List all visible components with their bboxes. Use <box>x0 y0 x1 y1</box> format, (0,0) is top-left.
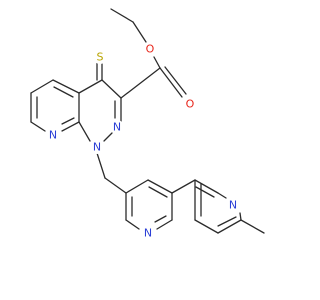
bond-c4a-c5 <box>52 79 80 94</box>
bond-p2-e <box>194 219 219 234</box>
bond-p2-a-inner <box>195 186 215 198</box>
bond-c3-c4 <box>101 79 122 99</box>
bond-p2-a <box>194 179 219 194</box>
bond-p2-b <box>217 192 227 199</box>
bond-n1-c8a <box>78 121 91 142</box>
bond-n8-c8a <box>61 121 80 132</box>
bond-p2-d-inner <box>217 216 237 227</box>
bond-p1-d-inner <box>154 215 167 223</box>
sulfur-label: S <box>97 51 104 64</box>
bond-p2-c <box>239 212 242 221</box>
bond-ch2-pyridine <box>104 177 127 194</box>
bond-p1-a <box>125 179 149 194</box>
n-terminal-pyridine-label: N <box>229 199 237 212</box>
bond-carbonyl-o-2 <box>164 66 187 95</box>
n-middle-pyridine-label: N <box>144 227 152 240</box>
bond-ethyl-ch3-ch2 <box>110 8 134 23</box>
bond-n2-n1 <box>103 132 113 142</box>
bond-n8-c8a-inner <box>61 117 75 125</box>
bond-p1-d <box>156 219 173 230</box>
bond-o-carbonyl <box>153 56 161 69</box>
bond-p1-e <box>125 219 140 230</box>
bond-n1-ch2 <box>96 152 106 179</box>
n2-ring-label: N <box>113 121 121 134</box>
bond-ethyl-ch2-o <box>132 21 147 43</box>
molecule-structure: O O S N N N N N <box>30 8 265 240</box>
bond-carbonyl-c3 <box>120 67 161 99</box>
atom-labels: O O S N N N N N <box>46 42 240 240</box>
ester-oxygen-label: O <box>146 43 155 56</box>
bonds <box>30 8 265 234</box>
bond-p1-b <box>147 179 173 194</box>
bond-c5-c6 <box>30 79 54 94</box>
bond-c4-c4a <box>78 79 103 94</box>
bond-p2-d <box>217 219 242 234</box>
bond-c7-n8 <box>30 121 46 132</box>
bond-c4a-c5-inner <box>53 86 74 98</box>
carbonyl-oxygen-label: O <box>186 98 195 111</box>
n1-ring-label: N <box>93 141 101 154</box>
bond-biaryl <box>171 179 196 194</box>
bond-p1-b-inner <box>148 186 168 198</box>
bond-carbonyl-o-1 <box>159 67 183 98</box>
bond-methyl <box>240 219 265 234</box>
n-fused-pyridine-label: N <box>49 129 57 142</box>
